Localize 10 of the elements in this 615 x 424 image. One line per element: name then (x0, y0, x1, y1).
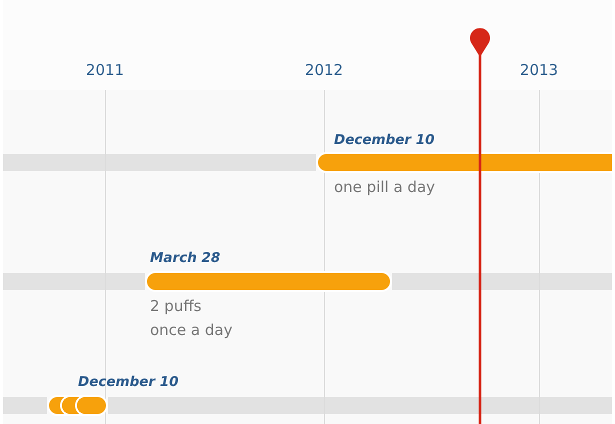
year-label: 2013 (520, 61, 558, 79)
dosage-note: one pill a day (334, 177, 436, 198)
start-date: March 28 (150, 249, 220, 267)
year-label: 2011 (86, 61, 124, 79)
start-date: December 10 (334, 131, 435, 149)
start-date: December 10 (78, 373, 179, 391)
medication-bar (47, 395, 60, 416)
year-label: 2012 (304, 61, 344, 79)
medication-bar (60, 395, 75, 416)
dosage-note: 2 puffs once a day (150, 296, 234, 341)
